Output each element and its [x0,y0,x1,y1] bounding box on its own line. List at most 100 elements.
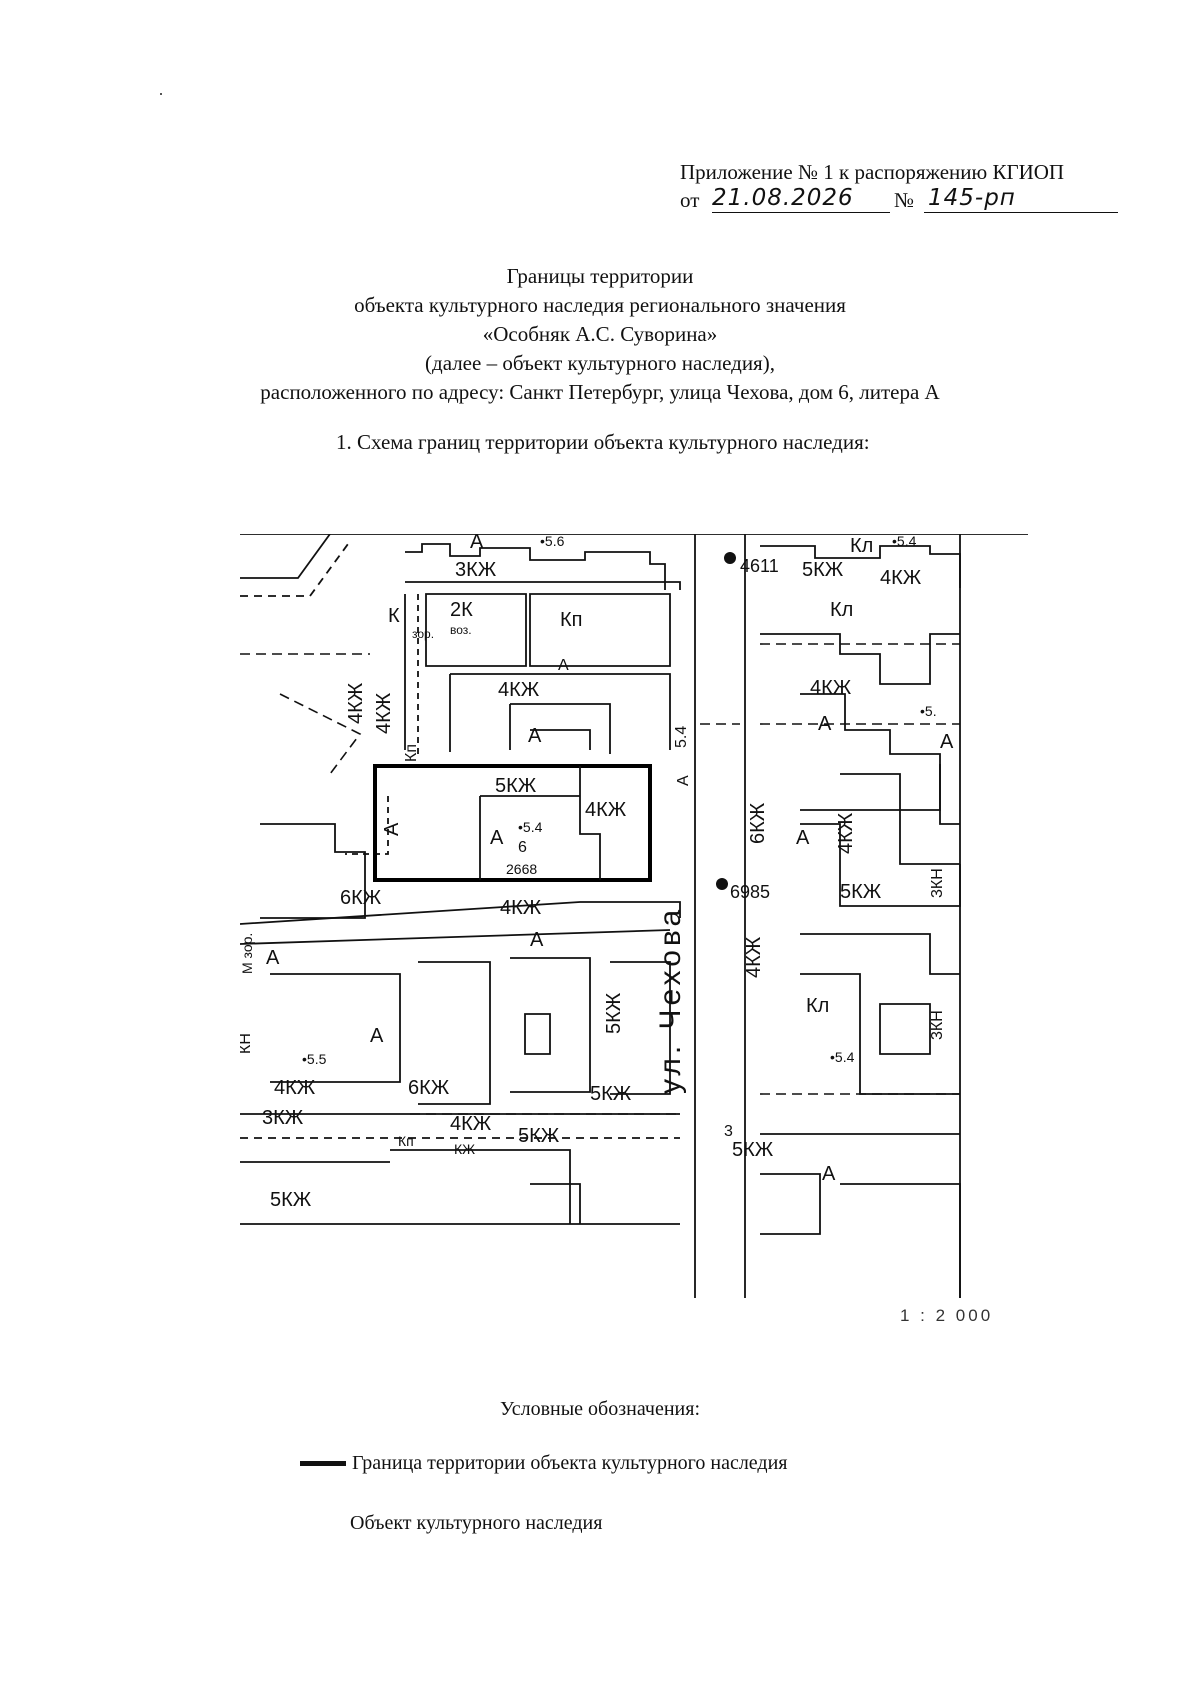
bld-b3 [610,961,671,1095]
order-number-label: № [894,188,915,212]
map-label-6kzh-c: 6КЖ [408,1077,450,1099]
map-label-5kzh-d: 5КЖ [518,1125,560,1147]
heritage-boundary [373,764,652,882]
bld-kp [529,593,671,667]
road-curve-nw [240,534,331,579]
map-label-kzh-d: КЖ [454,1141,475,1157]
order-from-label: от [680,188,700,212]
map-label-kl-r1: Кл [850,535,873,557]
map-label-4kzh-r4: 4КЖ [743,936,765,978]
map-label-h54-r1: •5.4 [892,534,917,549]
geodetic-point-4611 [724,552,736,564]
map-label-3kn-r3: 3КН [929,868,946,898]
south-lane [240,901,681,925]
date-underline [712,212,890,213]
south-lane-2 [240,929,671,945]
map-label-6kzh: 6КЖ [340,887,382,909]
dashed-features [240,643,960,1115]
map-label-2668: 2668 [506,861,537,877]
map-label-a-inside: А [381,822,403,836]
title-line-4: (далее – объект культурного наследия), [425,351,775,375]
bld-a-mid-inner [530,729,591,750]
map-label-m-zor: М зор. [240,933,255,974]
map-label-5kzh-c: 5КЖ [590,1083,632,1105]
map-label-4kzh-d: 4КЖ [450,1113,492,1135]
map-label-a-r3: А [796,827,810,849]
map-label-4611: 4611 [740,556,779,576]
number-underline [924,212,1118,213]
map-label-4kzh-r3: 4КЖ [835,812,857,854]
map-label-a-mid: А [528,725,542,747]
map-label-4kzh-r2: 4КЖ [810,677,852,699]
map-label-h54-r4: •5.4 [830,1049,855,1065]
road-south-3 [240,1161,680,1225]
map-label-h56-top: •5.6 [540,534,565,549]
title-line-1: Границы территории [506,264,694,288]
bld-south-row [390,1149,571,1224]
bld-east-edge [939,764,960,825]
legend-boundary-line-icon [300,1461,346,1466]
legend-boundary-label: Граница территории объекта культурного н… [352,1452,788,1474]
road-curve-nw-2 [240,543,349,597]
boundary-map: А •5.6 3КЖ К зор. 2К воз. Кп А 4КЖ 4КЖ 4… [240,534,1028,1298]
title-line-5: расположенного по адресу: Санкт Петербур… [260,380,940,404]
bld-b2 [510,957,591,1093]
map-label-a-street: А [675,775,692,786]
document-title: Границы территории объекта культурного н… [0,262,1200,407]
map-label-4kzh-b: 4КЖ [500,897,542,919]
bld-k-zor [425,593,527,667]
bld-south-box [530,1183,581,1224]
bld-east-3 [840,773,960,865]
map-label-a-left: А [266,947,280,969]
map-label-a-top: А [470,534,484,553]
building-outlines [240,534,1028,1298]
appendix-reference: Приложение № 1 к распоряжению КГИОП [680,160,1065,184]
map-label-kl-r2: Кл [830,599,853,621]
street-name-label: ул. Чехова [654,906,687,1094]
scan-speck [160,93,162,95]
map-label-5kzh-r5: 5КЖ [732,1139,774,1161]
bld-west-2 [270,973,401,1083]
map-label-a-b: А [530,929,544,951]
map-label-6kzh-r: 6КЖ [747,802,769,844]
title-line-2: объекта культурного наследия регионально… [354,293,846,317]
map-label-kp-d: Кп [398,1133,414,1149]
section-1-heading: 1. Схема границ территории объекта культ… [336,430,870,454]
map-label-5kzh-r4: 5КЖ [840,881,882,903]
map-label-5kzh-vert: 5КЖ [603,992,625,1034]
map-label-3kn-r4: 3КН [929,1010,946,1040]
map-label-5kzh-bottom: 5КЖ [270,1189,312,1211]
map-scale: 1 : 2 000 [900,1306,994,1325]
map-label-4kzh-r1: 4КЖ [880,567,922,589]
map-label-6985: 6985 [730,882,770,902]
map-label-k-zor: К [388,605,400,627]
map-label-4kzh-vert: 4КЖ [345,682,367,724]
map-label-4kzh-vert2: 4КЖ [373,692,395,734]
map-label-3kzh: 3КЖ [262,1107,304,1129]
map-label-h5-r: •5. [920,703,937,719]
map-label-5kzh-inside: 5КЖ [495,775,537,797]
map-label-6-inside: 6 [518,839,527,856]
map-label-a-strip: А [558,657,569,674]
map-label-a-r2: А [818,713,832,735]
map-label-4kzh-inside: 4КЖ [585,799,627,821]
bld-b1 [418,961,491,1105]
map-label-4kzh-a: 4КЖ [498,679,540,701]
map-label-2k: 2К [450,599,473,621]
map-label-zor: зор. [412,627,434,641]
block-top-left-south [405,581,681,590]
map-label-h54-inside: •5.4 [518,819,543,835]
legend-boundary-row: Граница территории объекта культурного н… [300,1452,788,1475]
geodetic-point-6985 [716,878,728,890]
legend-object-label: Объект культурного наследия [350,1512,603,1534]
courtyard-east [879,1003,931,1055]
bld-kl-east [760,633,960,685]
block-east-top [760,545,961,588]
order-number: 145-рп [928,185,1016,211]
title-line-3: «Особняк А.С. Суворина» [482,322,718,346]
map-label-kn-left: КН [240,1033,254,1054]
dash-2 [279,693,362,775]
map-label-kp-vert: Кп [403,744,420,762]
map-label-kp-1: Кп [560,609,582,631]
bld-east-5 [800,933,960,975]
